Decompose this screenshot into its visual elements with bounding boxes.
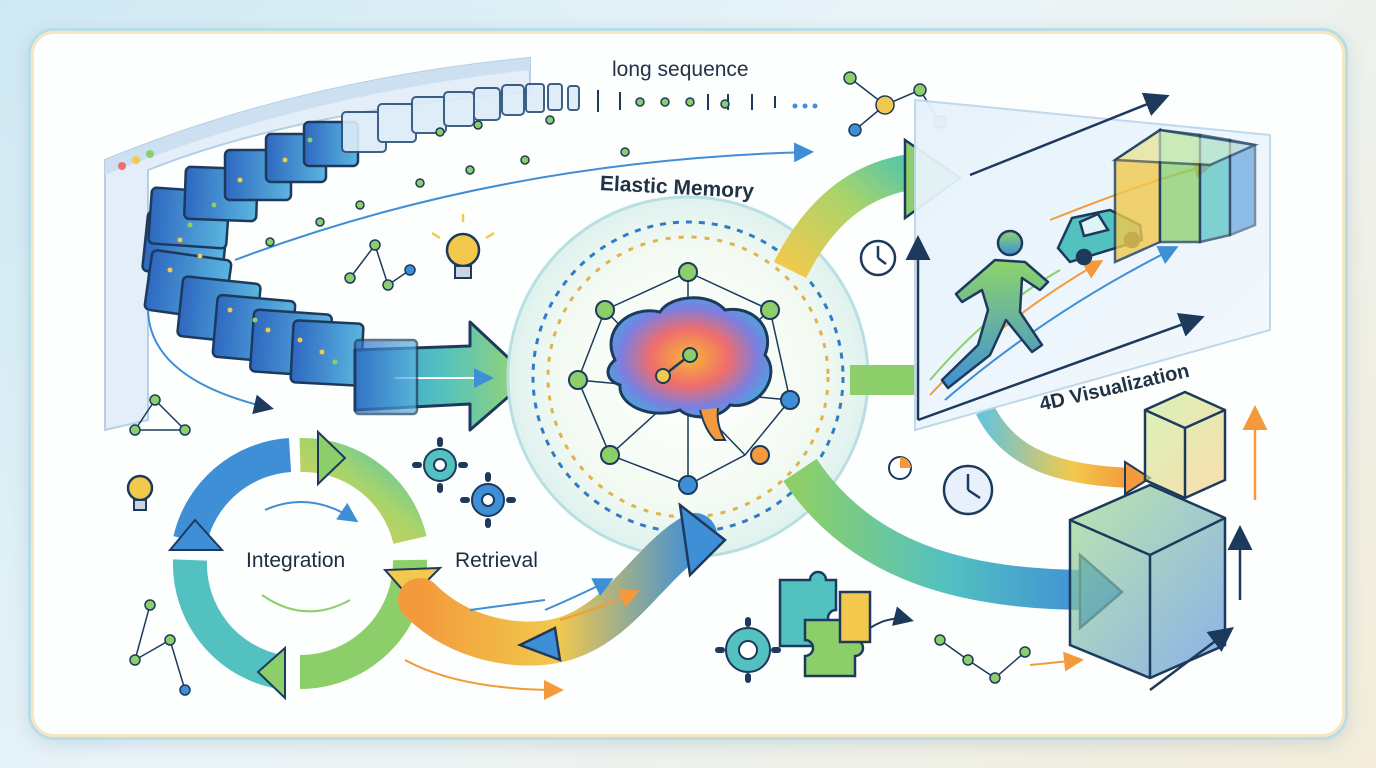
- lightbulb-icon: [126, 214, 495, 511]
- visualization-panel: [905, 92, 1271, 432]
- retrieval-label: Retrieval: [455, 549, 538, 572]
- retrieval-band: [398, 502, 727, 700]
- video-frames: [141, 83, 818, 387]
- timeline-arc: [147, 142, 814, 415]
- cube-icon: [1068, 390, 1268, 691]
- gear-icon: [423, 448, 771, 673]
- clock-icon: [859, 239, 994, 516]
- input-arrow: [353, 320, 532, 432]
- brain-icon: [606, 296, 773, 441]
- integration-label: Integration: [246, 549, 346, 572]
- long-sequence-label: long sequence: [612, 58, 749, 81]
- pie-icon: [888, 456, 912, 480]
- cube-icon: [1111, 127, 1260, 264]
- runner-icon: [940, 229, 1050, 390]
- elastic-memory: [506, 195, 870, 559]
- puzzle-icon: [778, 570, 872, 678]
